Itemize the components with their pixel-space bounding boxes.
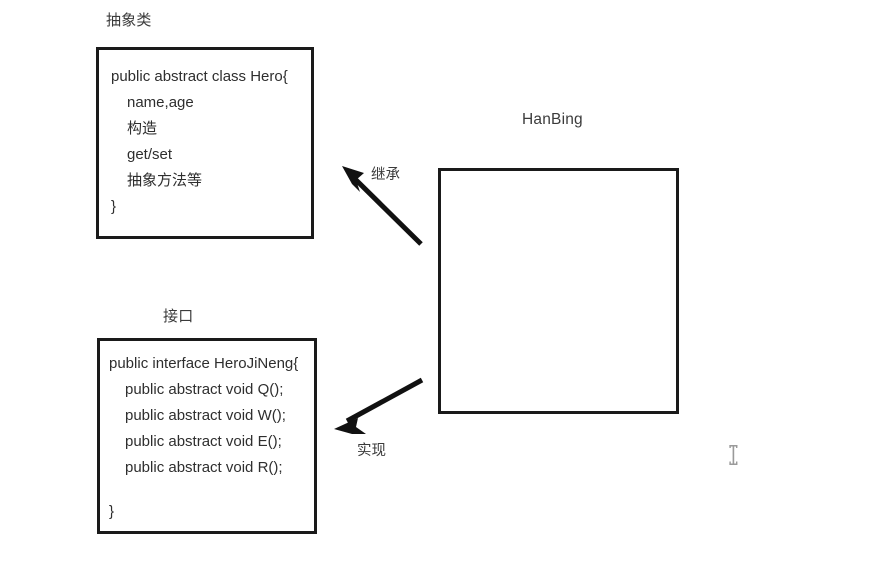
code-line: name,age bbox=[127, 94, 194, 111]
code-line: public abstract class Hero{ bbox=[111, 68, 288, 85]
implementation-class-box[interactable] bbox=[438, 168, 679, 414]
inheritance-arrow-label: 继承 bbox=[371, 167, 400, 183]
code-line: } bbox=[111, 198, 117, 215]
abstract-class-caption: 抽象类 bbox=[106, 12, 152, 29]
code-line: } bbox=[109, 503, 115, 520]
abstract-class-box[interactable]: public abstract class Hero{ name,age 构造 … bbox=[96, 47, 314, 239]
code-line: public abstract void Q(); bbox=[125, 381, 284, 398]
code-line: 抽象方法等 bbox=[127, 172, 203, 189]
code-line: get/set bbox=[127, 146, 173, 163]
implementation-arrow-icon bbox=[334, 377, 424, 434]
text-cursor-icon bbox=[729, 445, 738, 465]
code-line: public interface HeroJiNeng{ bbox=[109, 355, 299, 372]
implementation-arrow-label: 实现 bbox=[357, 443, 386, 459]
abstract-class-code: public abstract class Hero{ name,age 构造 … bbox=[99, 50, 311, 220]
code-line: 构造 bbox=[127, 120, 158, 137]
interface-caption: 接口 bbox=[163, 308, 194, 325]
code-line: public abstract void R(); bbox=[125, 459, 283, 476]
implementation-class-caption: HanBing bbox=[522, 111, 583, 128]
code-line: public abstract void E(); bbox=[125, 433, 282, 450]
interface-box[interactable]: public interface HeroJiNeng{ public abst… bbox=[97, 338, 317, 534]
code-line: public abstract void W(); bbox=[125, 407, 286, 424]
interface-code: public interface HeroJiNeng{ public abst… bbox=[100, 341, 314, 525]
